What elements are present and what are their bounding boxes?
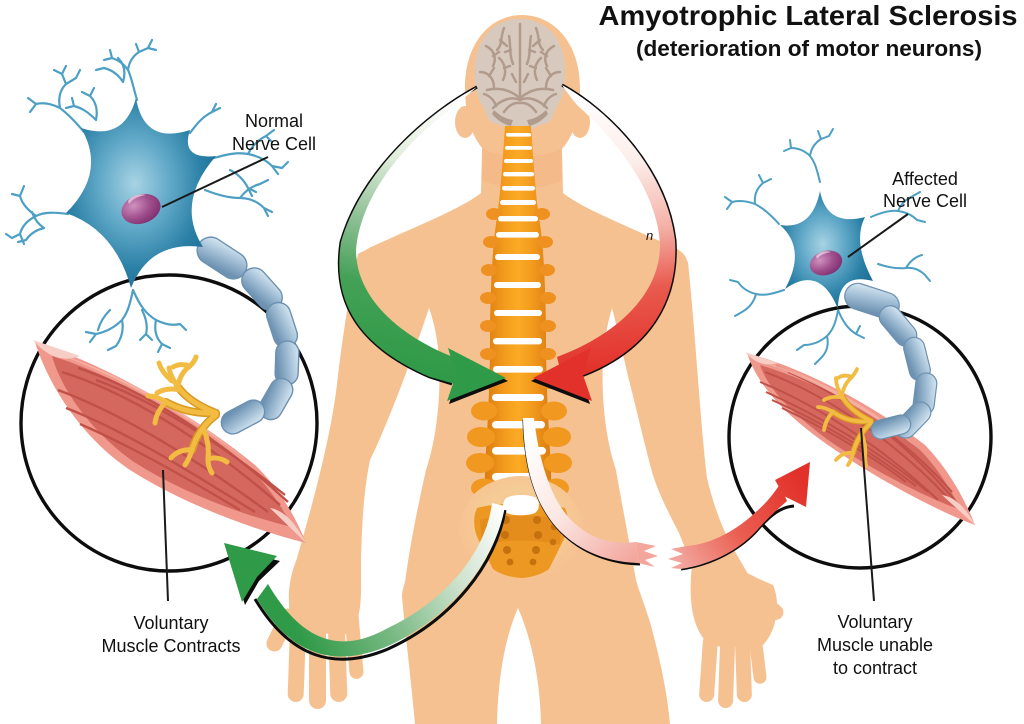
svg-text:Voluntary: Voluntary	[837, 612, 912, 632]
svg-text:to contract: to contract	[833, 658, 917, 678]
svg-text:(deterioration of motor neuron: (deterioration of motor neurons)	[636, 36, 982, 61]
svg-text:Normal: Normal	[245, 111, 303, 131]
svg-text:Amyotrophic Lateral Sclerosis: Amyotrophic Lateral Sclerosis	[599, 0, 1018, 31]
svg-text:Nerve Cell: Nerve Cell	[883, 191, 967, 211]
svg-text:n: n	[646, 228, 653, 243]
svg-text:Voluntary: Voluntary	[133, 613, 208, 633]
svg-text:Muscle unable: Muscle unable	[817, 635, 933, 655]
svg-text:Nerve Cell: Nerve Cell	[232, 134, 316, 154]
svg-text:Affected: Affected	[892, 169, 958, 189]
svg-text:Muscle Contracts: Muscle Contracts	[101, 636, 240, 656]
